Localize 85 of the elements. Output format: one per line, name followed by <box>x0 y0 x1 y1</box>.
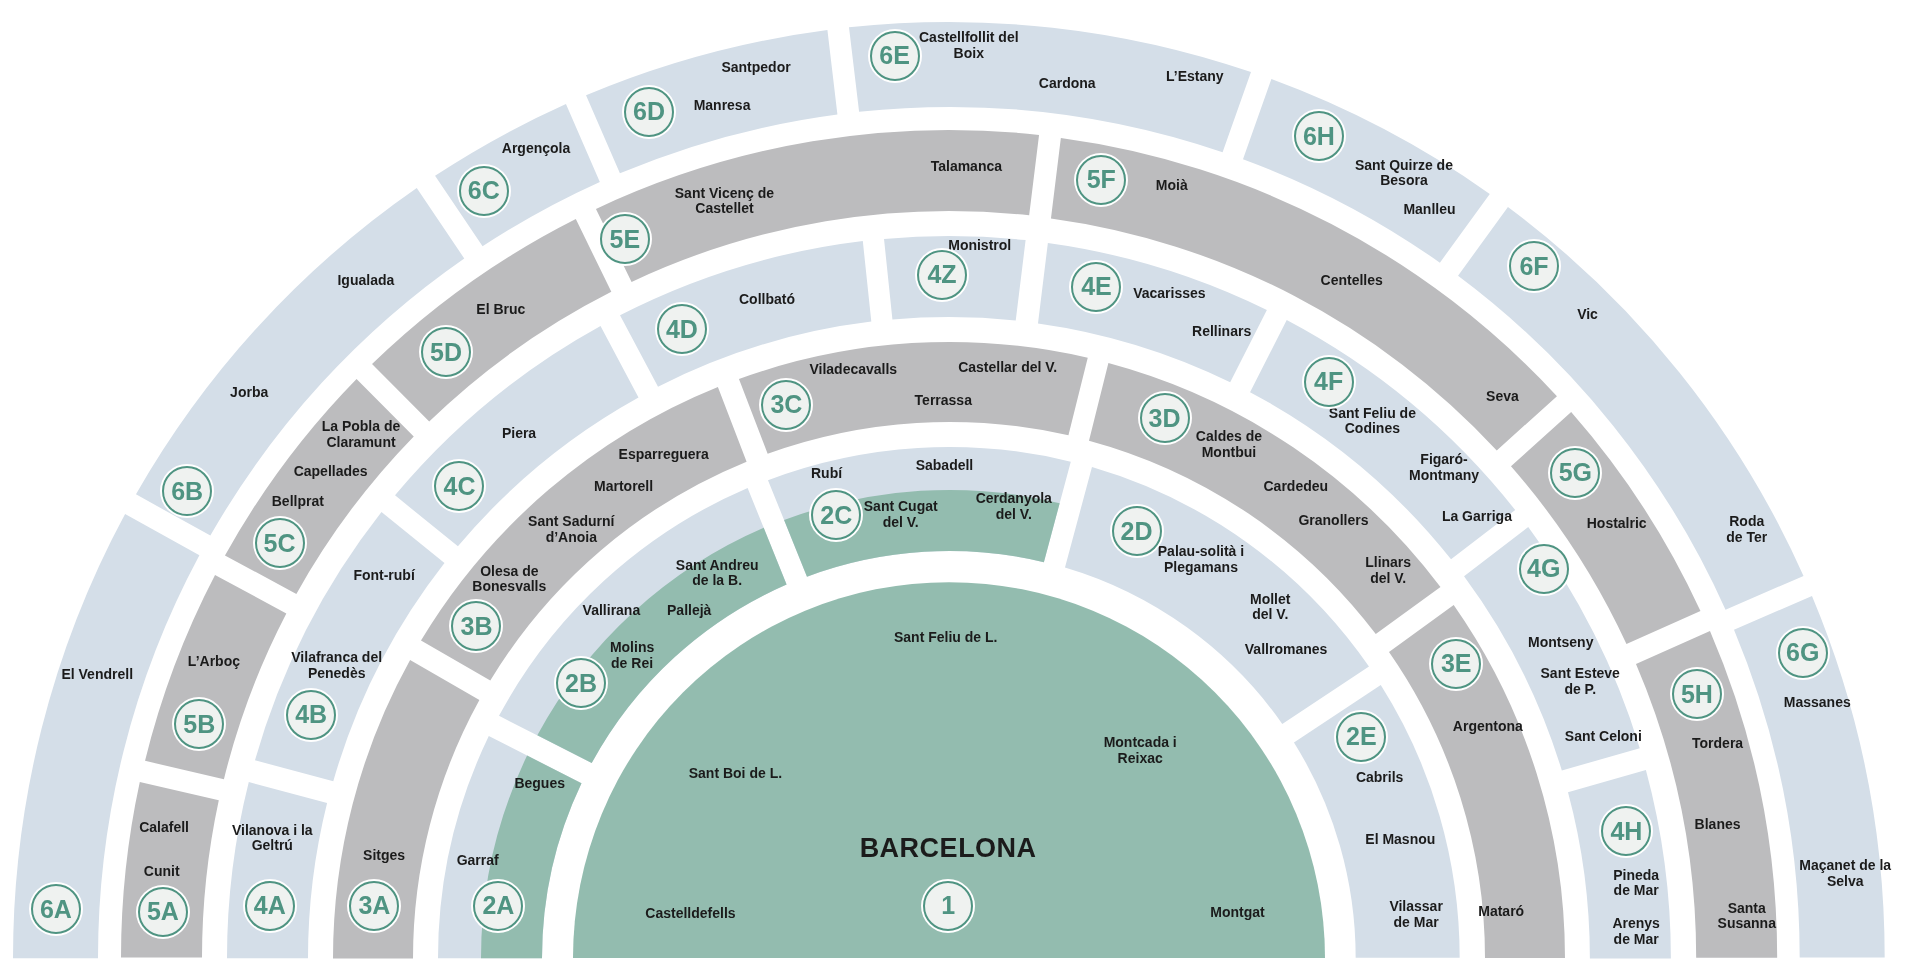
place-name: Terrassa <box>914 393 972 409</box>
place-name: Sitges <box>363 847 406 864</box>
place-name: Igualada <box>337 272 395 289</box>
place-name: Santpedor <box>721 60 791 76</box>
place-name: Vacarisses <box>1133 286 1206 302</box>
place-name: Molins de Rei <box>608 640 656 673</box>
place-name: Seva <box>1486 389 1519 406</box>
place-name: Viladecavalls <box>809 361 898 378</box>
place-name: Sant Boi de L. <box>688 766 783 783</box>
place-name: Sant Sadurní d’Anoia <box>527 514 616 546</box>
place-name: Llinars del V. <box>1364 555 1413 587</box>
place-name: Centelles <box>1320 272 1383 289</box>
place-name: Montcada i Reixac <box>1102 735 1178 767</box>
place-name: Pallejà <box>667 603 712 620</box>
zone-badge: 6B <box>162 466 213 517</box>
place-name: Montseny <box>1528 635 1594 651</box>
place-name: Caldes de Montbui <box>1194 429 1263 461</box>
place-name: Arenys de Mar <box>1611 916 1661 948</box>
place-name: Vallirana <box>582 603 641 620</box>
place-name: Argençola <box>501 141 571 158</box>
place-name: Capellades <box>293 463 368 480</box>
place-name: Santa Susanna <box>1716 900 1777 933</box>
place-name: La Pobla de Claramunt <box>320 419 402 451</box>
place-name: Moià <box>1155 178 1188 194</box>
place-name: Martorell <box>594 479 654 496</box>
place-name: Pineda de Mar <box>1612 868 1661 900</box>
place-name: Sabadell <box>915 457 974 474</box>
place-name: Calafell <box>139 819 189 836</box>
place-name: Garraf <box>456 852 499 869</box>
place-name: Montgat <box>1210 905 1265 921</box>
place-name: Rubí <box>811 466 843 482</box>
place-name: Rellinars <box>1192 324 1252 340</box>
place-name: Castellar del V. <box>958 360 1058 377</box>
place-name: Sant Quirze de Besora <box>1353 158 1454 190</box>
place-name: Olesa de Bonesvalls <box>471 564 548 596</box>
place-name: Bellprat <box>271 494 324 510</box>
place-name: Sant Feliu de Codines <box>1327 406 1417 438</box>
place-name: Cunit <box>143 863 180 880</box>
place-name: Manresa <box>693 97 751 114</box>
place-name: Sant Vicenç de Castellet <box>673 186 776 218</box>
place-name: Vilanova i la Geltrú <box>230 823 314 855</box>
place-name: Blanes <box>1694 817 1741 834</box>
place-name: El Masnou <box>1365 832 1436 848</box>
place-name: Sant Andreu de la B. <box>674 558 760 590</box>
zone-badge: 5E <box>599 214 650 265</box>
place-name: El Vendrell <box>61 666 134 683</box>
place-name: Mataró <box>1478 903 1525 920</box>
place-name: L’Estany <box>1166 68 1224 85</box>
place-name: Manlleu <box>1403 202 1456 219</box>
place-name: Figaró-Montmany <box>1408 452 1481 484</box>
city-name: BARCELONA <box>859 833 1037 864</box>
place-name: El Bruc <box>476 302 526 318</box>
place-name: La Garriga <box>1441 508 1512 525</box>
place-name: Sant Cugat del V. <box>862 499 939 532</box>
place-name: Esparreguera <box>618 446 709 463</box>
place-name: Vilassar de Mar <box>1388 899 1444 931</box>
place-name: Sant Feliu de L. <box>893 630 998 646</box>
place-name: Jorba <box>230 384 269 401</box>
place-name: Sant Celoni <box>1564 728 1642 745</box>
place-name: Font-rubí <box>353 568 415 584</box>
place-name: Tordera <box>1692 736 1744 752</box>
place-name: Roda de Ter <box>1725 514 1769 546</box>
zone-badge: 4G <box>1518 543 1569 594</box>
place-name: Cardedeu <box>1263 479 1329 496</box>
place-name: Castelldefells <box>645 906 736 922</box>
place-name: Castellfollit del Boix <box>918 30 1020 62</box>
place-name: Sant Esteve de P. <box>1539 666 1621 698</box>
place-name: Talamanca <box>930 158 1003 175</box>
place-name: Cerdanyola del V. <box>974 491 1053 523</box>
place-name: Massanes <box>1783 694 1851 711</box>
place-name: Granollers <box>1298 513 1369 530</box>
place-name: Argentona <box>1452 719 1523 735</box>
place-name: Begues <box>514 776 565 792</box>
place-name: Vallromanes <box>1244 642 1328 659</box>
place-name: Vilafranca del Penedès <box>290 650 383 682</box>
place-name: Cardona <box>1038 76 1096 92</box>
place-name: Cabrils <box>1355 770 1404 786</box>
place-name: Piera <box>501 426 537 442</box>
place-name: L’Arboç <box>187 654 240 671</box>
place-name: Vic <box>1577 307 1598 323</box>
place-name: Collbató <box>739 292 795 309</box>
place-name: Mollet del V. <box>1249 592 1292 624</box>
zone-badge: 6F <box>1509 241 1560 292</box>
place-name: Maçanet de la Selva <box>1798 858 1893 890</box>
place-name: Hostalric <box>1586 516 1647 532</box>
